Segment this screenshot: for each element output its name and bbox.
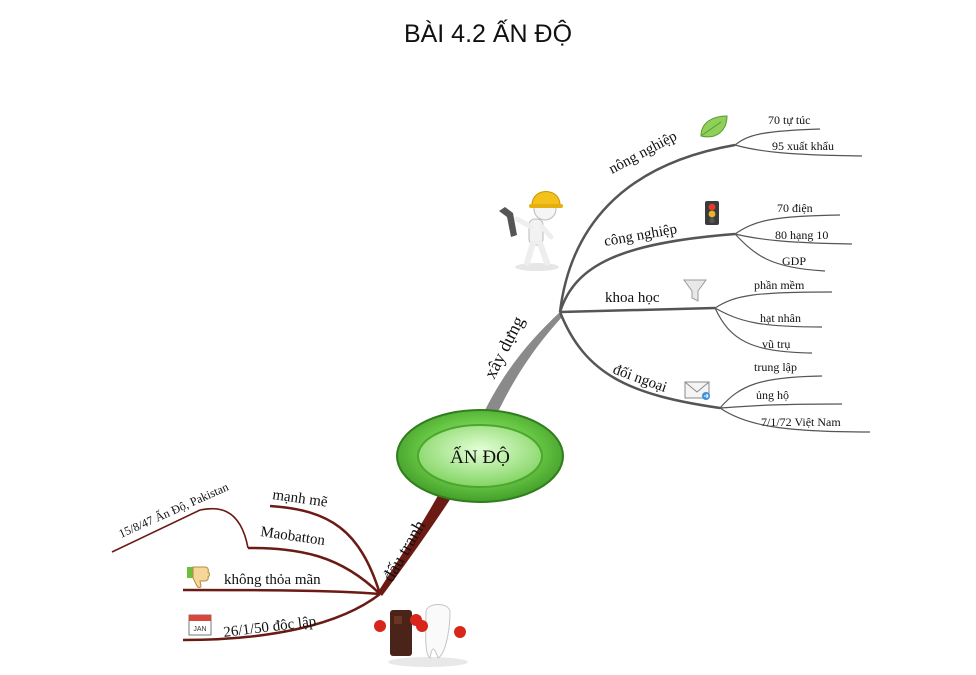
leaf-line <box>734 233 853 245</box>
worker-figure-icon <box>499 191 563 271</box>
branch-cong-nghiep-line <box>558 232 736 313</box>
branch-khoa-hoc-line <box>559 306 716 314</box>
branch-doc-lap-line <box>182 593 381 642</box>
leaf-line <box>714 307 823 328</box>
leaf-70-tu-tuc: 70 tự túc <box>768 113 811 127</box>
branch-label-dau-tranh: đấu tranh <box>378 517 429 585</box>
leaf-line <box>719 407 871 433</box>
thumbs-down-icon <box>187 566 210 588</box>
branch-nong-nghiep-line <box>558 143 736 313</box>
leaf-ung-ho: ủng hộ <box>756 388 789 402</box>
branch-manh-me-line <box>269 504 382 595</box>
leaf-line <box>734 214 841 235</box>
leaf-hat-nhan: hạt nhân <box>760 311 801 325</box>
topic-nong-nghiep: nông nghiệp <box>606 128 679 177</box>
topic-cong-nghiep: công nghiệp <box>603 221 678 250</box>
topic-khong-thoa-man: không thỏa mãn <box>224 572 321 588</box>
leaf-line <box>714 291 833 309</box>
leaf-line <box>734 128 821 146</box>
traffic-light-icon <box>705 201 719 225</box>
leaf-line <box>714 307 813 354</box>
leaf-15-8-47: 15/8/47 Ấn Độ, Pakistan <box>116 479 231 541</box>
leaf-line <box>111 507 249 553</box>
branch-khong-thoa-man-line <box>182 588 381 596</box>
leaf-trung-lap: trung lập <box>754 360 797 374</box>
calendar-icon: JAN <box>188 614 212 636</box>
leaf-gdp: GDP <box>782 254 806 268</box>
branch-dau-tranh <box>378 490 455 596</box>
leaf-line <box>719 403 843 409</box>
leaf-line <box>734 233 826 272</box>
leaf-icon <box>700 115 728 138</box>
center-label: ẤN ĐỘ <box>450 446 510 468</box>
topic-maobatton: Maobatton <box>259 524 326 549</box>
leaf-line <box>734 144 863 157</box>
leaf-7-1-72-viet-nam: 7/1/72 Việt Nam <box>761 415 841 429</box>
branch-label-xay-dung: xây dựng <box>480 313 528 382</box>
topic-khoa-hoc: khoa học <box>605 290 660 306</box>
calendar-icon-text: JAN <box>193 626 206 633</box>
branch-xay-dung <box>484 312 563 414</box>
leaf-line <box>719 375 823 409</box>
leaf-phan-mem: phần mềm <box>754 278 805 292</box>
leaf-vu-tru: vũ trụ <box>762 337 790 351</box>
branch-doi-ngoai-line <box>558 311 721 410</box>
funnel-icon <box>683 279 707 302</box>
center-node: ẤN ĐỘ <box>396 409 564 503</box>
envelope-icon <box>684 381 710 400</box>
page-title: BÀI 4.2 ẤN ĐỘ <box>403 20 573 48</box>
leaf-95-xuat-khau: 95 xuất khẩu <box>772 139 834 153</box>
leaf-70-dien: 70 điện <box>777 201 813 215</box>
topic-doc-lap: 26/1/50 độc lập <box>223 614 318 641</box>
branch-maobatton-line <box>247 546 381 595</box>
boxing-figures-icon <box>374 604 468 667</box>
topic-manh-me: mạnh mẽ <box>271 487 328 511</box>
leaf-80-hang-10: 80 hạng 10 <box>775 228 828 242</box>
